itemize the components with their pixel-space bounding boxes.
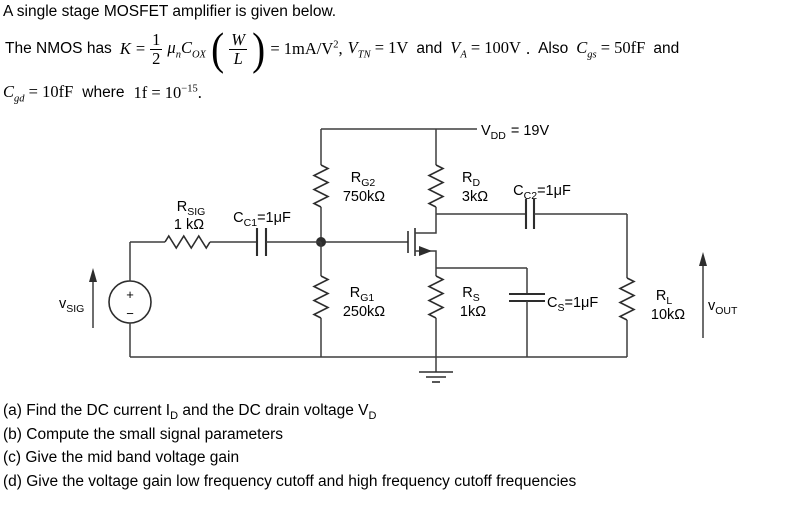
and-word-1: and: [416, 40, 443, 57]
cc2-label: CC2=1μF: [513, 183, 571, 202]
rsig-label: RSIG: [177, 199, 206, 218]
rs-resistor: [427, 268, 445, 357]
rs-label: RS: [462, 285, 480, 304]
cs-capacitor: [509, 268, 545, 357]
problem-title: A single stage MOSFET amplifier is given…: [3, 3, 337, 20]
source-plus: +: [126, 287, 134, 302]
cgd-spec-line: Cgd = 10fF where 1f = 10−15.: [3, 82, 202, 104]
cc1-label: CC1=1μF: [233, 210, 291, 229]
spec-prefix: The NMOS has: [5, 40, 112, 57]
k-value: = 1mA/V2,: [270, 39, 343, 58]
vsig-label: vSIG: [59, 296, 84, 315]
where-word: where: [82, 84, 125, 102]
nmos-transistor-icon: [321, 214, 437, 268]
mu-cox-term: μnCOX: [167, 37, 206, 61]
question-a: (a) Find the DC current ID and the DC dr…: [3, 402, 377, 423]
and-word-2: and: [653, 40, 680, 57]
circuit-diagram: VDD= 19V RG2 750kΩ RD 3kΩ CC2=1μF: [59, 123, 738, 383]
nmos-spec-line: The NMOS has K = 1 2 μnCOX ( W L ) = 1mA…: [2, 20, 682, 78]
rg2-value: 750kΩ: [343, 189, 385, 205]
rg1-value: 250kΩ: [343, 304, 385, 320]
vsig-source-icon: + −: [108, 242, 152, 357]
rl-label: RL: [656, 288, 672, 307]
rd-resistor: [427, 129, 445, 214]
source-minus: −: [126, 306, 134, 321]
cgd-value: Cgd = 10fF: [3, 82, 74, 105]
vsig-arrow: [89, 268, 97, 328]
vtn-value: VTN = 1V: [347, 37, 409, 61]
vout-label: vOUT: [708, 298, 738, 317]
k-symbol: K: [119, 39, 131, 58]
vout-arrow: [699, 252, 707, 338]
cgs-value: Cgs = 50fF: [576, 37, 646, 61]
question-b: (b) Compute the small signal parameters: [3, 425, 283, 443]
rd-value: 3kΩ: [462, 189, 488, 205]
cs-label: CS=1μF: [547, 295, 598, 314]
questions-list: (a) Find the DC current ID and the DC dr…: [3, 399, 576, 493]
question-d: (d) Give the voltage gain low frequency …: [3, 472, 577, 490]
rg2-resistor: [312, 129, 330, 242]
equals-sign: =: [135, 39, 146, 58]
also-word: Also: [538, 40, 569, 57]
one-half-fraction: 1 2: [150, 29, 163, 68]
femto-definition: 1f = 10−15.: [133, 83, 202, 103]
cc2-capacitor: [524, 199, 536, 229]
rd-label: RD: [462, 170, 480, 189]
rsig-resistor: [130, 234, 257, 250]
ground-icon: [419, 357, 453, 383]
rl-resistor: [618, 214, 636, 357]
rsig-value: 1 kΩ: [174, 217, 204, 233]
left-paren: (: [211, 22, 225, 74]
rl-value: 10kΩ: [651, 307, 685, 323]
w-over-l-fraction: W L: [229, 29, 248, 68]
period: .: [525, 39, 531, 58]
rg2-label: RG2: [351, 170, 376, 189]
question-c: (c) Give the mid band voltage gain: [3, 449, 240, 467]
va-value: VA = 100V: [450, 37, 521, 61]
vdd-label: VDD= 19V: [481, 123, 549, 142]
rg1-label: RG1: [350, 285, 375, 304]
right-paren: ): [252, 22, 266, 74]
cc1-capacitor: [255, 228, 321, 256]
rs-value: 1kΩ: [460, 304, 486, 320]
rg1-resistor: [312, 242, 330, 357]
